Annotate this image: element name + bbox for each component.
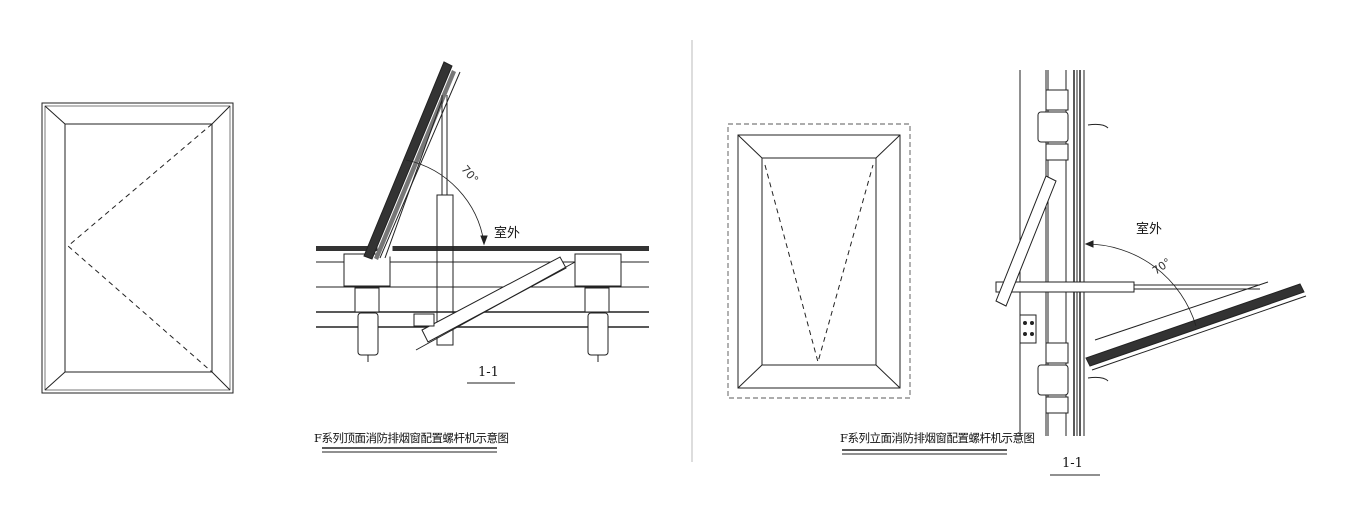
- right-title: F系列立面消防排烟窗配置螺杆机示意图: [840, 431, 1035, 445]
- left-outside-label: 室外: [494, 226, 521, 241]
- left-section-label: 1-1: [478, 365, 499, 380]
- right-outside-label: 室外: [1136, 222, 1163, 237]
- left-window-elevation: [41, 102, 234, 394]
- right-window-elevation: [727, 123, 911, 399]
- right-section-drawing: [842, 70, 1307, 476]
- left-title: F系列顶面消防排烟窗配置螺杆机示意图: [314, 431, 509, 445]
- right-section-label: 1-1: [1062, 456, 1083, 471]
- left-section-drawing: [316, 61, 649, 453]
